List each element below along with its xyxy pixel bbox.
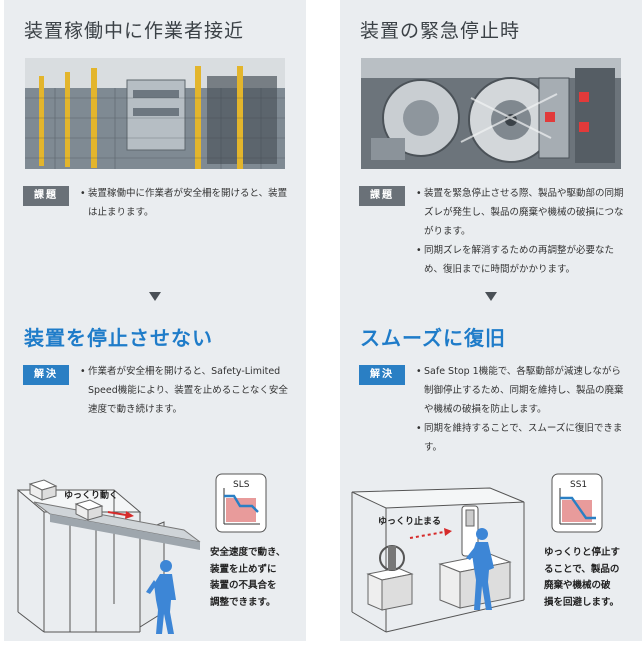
panel-emergency-stop: 装置の緊急停止時 課題 装置を緊急停止させる際、製品や駆動部の同期ズレが発生し、… [340, 0, 642, 641]
solution-item: 同期を維持することで、スムーズに復旧できます。 [416, 419, 630, 457]
problem-item: 装置稼働中に作業者が安全柵を開けると、装置は止まります。 [80, 184, 288, 222]
problem-text: 装置を緊急停止させる際、製品や駆動部の同期ズレが発生し、製品の廃棄や機械の破損に… [416, 184, 626, 279]
panel-worker-approach: 装置稼働中に作業者接近 課題 装置稼働中に作業者が安全柵を開けると、装置は止ま [4, 0, 306, 641]
ss1-illustration: ゆっくり止まる SS1 ゆっくりと停止す ることで、製品の 廃棄や機械の破 損を… [340, 462, 642, 641]
caption-line: 廃棄や機械の破 [544, 580, 611, 591]
sls-illustration: ゆっくり動く SLS 安全速度で動き、 装置を止めずに 装置の不具合を 調整でき… [4, 462, 306, 641]
caption-line: 安全速度で動き、 [210, 547, 286, 558]
problem-badge: 課題 [359, 186, 405, 206]
caption-line: 調整できます。 [210, 596, 276, 608]
solution-title: スムーズに復旧 [360, 326, 506, 350]
solution-title: 装置を停止させない [24, 326, 213, 350]
caption-line: 装置を止めずに [210, 563, 277, 575]
solution-item: 作業者が安全柵を開けると、Safety-Limited Speed機能により、装… [80, 362, 290, 419]
problem-text: 装置稼働中に作業者が安全柵を開けると、装置は止まります。 [80, 184, 288, 222]
solution-badge: 解決 [23, 365, 69, 385]
problem-item: 同期ズレを解消するための再調整が必要なため、復旧までに時間がかかります。 [416, 241, 626, 279]
factory-photo [25, 58, 285, 169]
machine-photo [361, 58, 621, 169]
solution-text: 作業者が安全柵を開けると、Safety-Limited Speed機能により、装… [80, 362, 290, 419]
sls-icon-label: SLS [233, 480, 250, 490]
caption-line: ることで、製品の [544, 563, 620, 575]
down-arrow-icon [149, 292, 161, 301]
solution-text: Safe Stop 1機能で、各駆動部が減速しながら制御停止するため、同期を維持… [416, 362, 630, 457]
caption-text: 安全速度で動き、 装置を止めずに 装置の不具合を 調整できます。 [210, 545, 304, 611]
down-arrow-icon [485, 292, 497, 301]
panel-title: 装置の緊急停止時 [360, 20, 521, 42]
solution-badge: 解決 [359, 365, 405, 385]
caption-line: ゆっくりと停止す [544, 547, 621, 558]
caption-line: 装置の不具合を [210, 580, 277, 591]
ss1-icon-label: SS1 [570, 480, 588, 490]
slow-stop-label: ゆっくり止まる [378, 517, 442, 527]
slow-move-label: ゆっくり動く [64, 491, 119, 501]
solution-item: Safe Stop 1機能で、各駆動部が減速しながら制御停止するため、同期を維持… [416, 362, 630, 419]
caption-line: 損を回避します。 [544, 596, 620, 608]
problem-badge: 課題 [23, 186, 69, 206]
problem-item: 装置を緊急停止させる際、製品や駆動部の同期ズレが発生し、製品の廃棄や機械の破損に… [416, 184, 626, 241]
caption-text: ゆっくりと停止す ることで、製品の 廃棄や機械の破 損を回避します。 [544, 545, 640, 611]
panel-title: 装置稼働中に作業者接近 [24, 20, 245, 42]
